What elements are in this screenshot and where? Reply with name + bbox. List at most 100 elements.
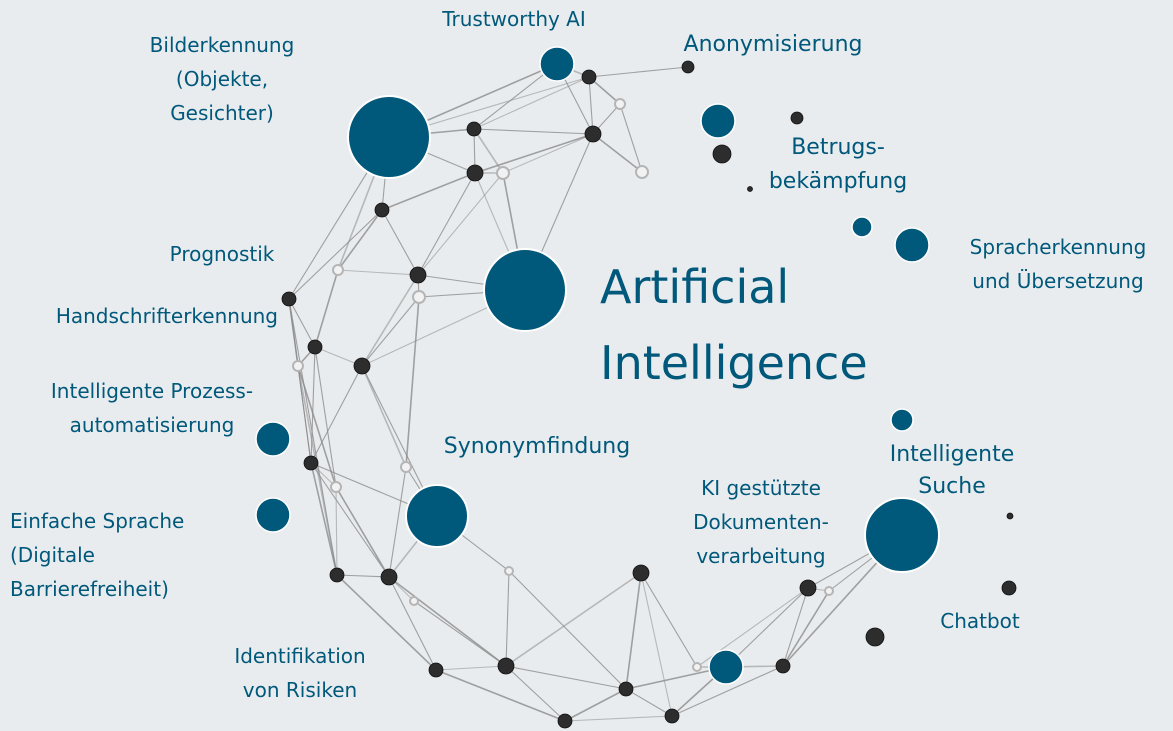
network-node-light <box>504 566 514 576</box>
network-edge <box>310 462 390 578</box>
title-line: Artificial <box>600 260 789 314</box>
topic-node <box>347 95 431 179</box>
network-edge <box>782 587 809 667</box>
network-node <box>632 564 650 582</box>
network-edge <box>310 462 338 576</box>
network-node <box>865 627 885 647</box>
network-node <box>664 708 680 724</box>
label-line: Synonymfindung <box>444 434 630 459</box>
network-node <box>374 202 390 218</box>
label-line: Prognostik <box>170 242 275 266</box>
network-edge <box>640 572 673 717</box>
network-node-light <box>330 481 342 493</box>
network-edge <box>435 669 566 722</box>
network-edge <box>625 688 673 717</box>
network-edge <box>388 576 437 671</box>
network-edge <box>336 574 390 578</box>
title-line: Intelligence <box>600 336 868 390</box>
label-synonymfindung: Synonymfindung <box>444 434 630 459</box>
network-edge <box>473 128 594 135</box>
network-node-light <box>692 662 702 672</box>
network-edge <box>640 572 698 668</box>
network-edge <box>297 365 338 576</box>
network-node <box>329 567 345 583</box>
label-line: Barrierefreiheit) <box>10 577 169 601</box>
network-node <box>557 713 573 729</box>
label-line: bekämpfung <box>769 169 907 194</box>
network-edge <box>592 133 643 173</box>
network-edge <box>619 103 643 173</box>
network-edge <box>671 665 784 717</box>
network-edge <box>337 209 383 271</box>
network-node <box>681 60 695 74</box>
network-edge <box>588 76 594 135</box>
network-edge <box>310 365 363 464</box>
network-edge <box>288 298 316 348</box>
label-prognostik: Prognostik <box>170 242 275 266</box>
network-edge <box>782 590 830 667</box>
label-line: Dokumenten- <box>693 510 829 534</box>
network-edge <box>381 209 419 276</box>
network-node <box>281 291 297 307</box>
network-node-light <box>409 596 419 606</box>
network-edge <box>473 76 590 130</box>
network-node <box>799 579 817 597</box>
topic-node <box>890 408 914 432</box>
network-edge <box>435 665 507 671</box>
label-line: Bilderkennung <box>150 33 295 57</box>
network-edge <box>361 296 420 367</box>
label-line: und Übersetzung <box>972 269 1143 293</box>
label-line: Einfache Sprache <box>10 509 184 533</box>
topic-node <box>894 227 930 263</box>
label-line: Betrugs- <box>791 135 885 160</box>
network-edge <box>588 66 689 78</box>
network-edge <box>361 274 419 367</box>
topic-node <box>255 497 291 533</box>
network-edge <box>502 133 594 174</box>
network-node <box>581 69 597 85</box>
network-node <box>618 681 634 697</box>
label-handschrifterkennung: Handschrifterkennung <box>56 304 278 328</box>
network-edge <box>361 365 407 468</box>
network-node <box>409 266 427 284</box>
network-node <box>307 339 323 355</box>
network-node <box>790 111 804 125</box>
network-edge <box>310 346 316 464</box>
network-node <box>497 657 515 675</box>
label-line: Anonymisierung <box>684 32 863 57</box>
network-node <box>353 357 371 375</box>
label-line: Identifikation <box>234 644 365 668</box>
label-line: Suche <box>918 474 985 499</box>
network-edge <box>335 486 338 576</box>
label-chatbot: Chatbot <box>940 609 1020 633</box>
topic-node <box>864 497 940 573</box>
topic-node <box>708 649 744 685</box>
topic-labels: Bilderkennung(Objekte,Gesichter)Trustwor… <box>10 7 1146 702</box>
network-node-light <box>824 586 834 596</box>
network-edge <box>417 172 476 276</box>
network-edge <box>474 133 594 174</box>
network-node-light <box>292 360 304 372</box>
network-node-light <box>400 461 412 473</box>
network-edge <box>505 665 566 722</box>
label-anonymisierung: Anonymisierung <box>684 32 863 57</box>
network-edge <box>505 570 510 667</box>
network-edge <box>388 576 507 667</box>
network-edge <box>625 572 642 690</box>
label-line: Chatbot <box>940 609 1020 633</box>
network-nodes <box>255 46 1017 729</box>
network-edge <box>314 346 363 367</box>
label-line: Intelligente <box>890 442 1015 467</box>
label-line: Trustworthy AI <box>441 7 586 31</box>
network-node <box>303 455 319 471</box>
network-node-light <box>332 264 344 276</box>
network-edge <box>388 466 407 578</box>
network-edge <box>337 269 419 276</box>
network-edge <box>508 570 627 690</box>
network-edge <box>417 172 504 276</box>
label-line: automatisierung <box>70 413 235 437</box>
